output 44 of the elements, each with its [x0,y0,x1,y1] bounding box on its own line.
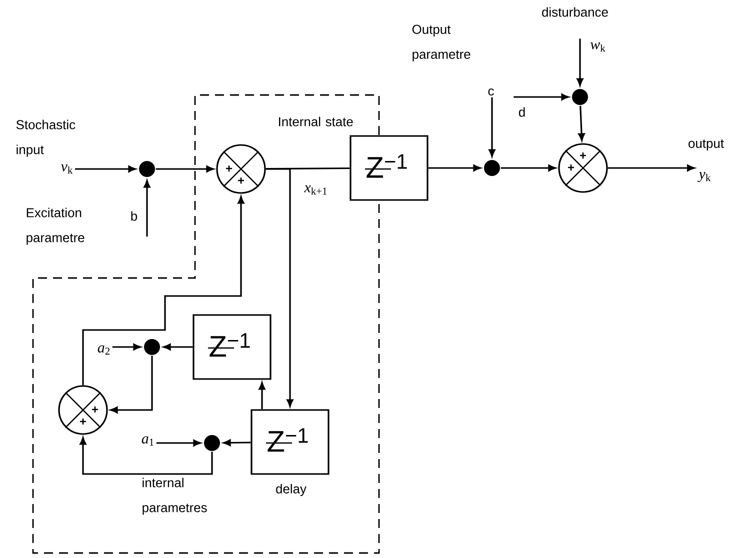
signal-label: a$_{1}$ [142,436,154,446]
signal-label: a$_{2}$ [98,345,110,355]
arrow [112,344,141,350]
arrow [156,440,201,446]
arrow [110,356,153,414]
text-label: x$_{k+1}$ [304,185,327,195]
text-label: disturbance [542,7,608,17]
arrow [576,38,584,86]
summing-junction: + + [558,143,608,193]
text-label: output [688,139,724,151]
signal-label: d [518,107,525,117]
junction-dot [139,161,155,177]
junction-dot [144,339,160,355]
arrow [223,439,251,446]
arrow [75,166,136,172]
signal-label: y$_{k}$ [698,172,711,182]
arrow [578,106,585,141]
arrow [82,196,244,386]
arrow [80,437,213,475]
signal-label: b [131,211,138,221]
arrow [608,164,695,172]
arrow [488,97,496,157]
arrow [156,166,214,172]
arrow [514,94,569,100]
arrow [144,180,150,237]
junction-dot [484,160,500,176]
arrow [500,164,556,172]
signal-label: v$_{k}$ [61,164,73,174]
summing-junction: + + [58,385,108,435]
node-label: delay [276,484,306,496]
arrow [266,168,294,407]
text-label: Excitation parametre [26,208,84,245]
text-label: Internal state [279,116,353,126]
arrow [163,344,193,350]
junction-dot [572,89,588,105]
text-label: Output parametre [412,24,470,62]
arrow [258,382,266,410]
signal-label: c [488,88,494,96]
signal-label: w$_{k}$ [590,42,606,52]
text-label: internal parametres [142,478,207,515]
arrow [428,164,481,172]
text-label: Stochastic input [16,120,76,157]
summing-junction: + + [216,144,266,194]
junction-dot [204,435,220,451]
